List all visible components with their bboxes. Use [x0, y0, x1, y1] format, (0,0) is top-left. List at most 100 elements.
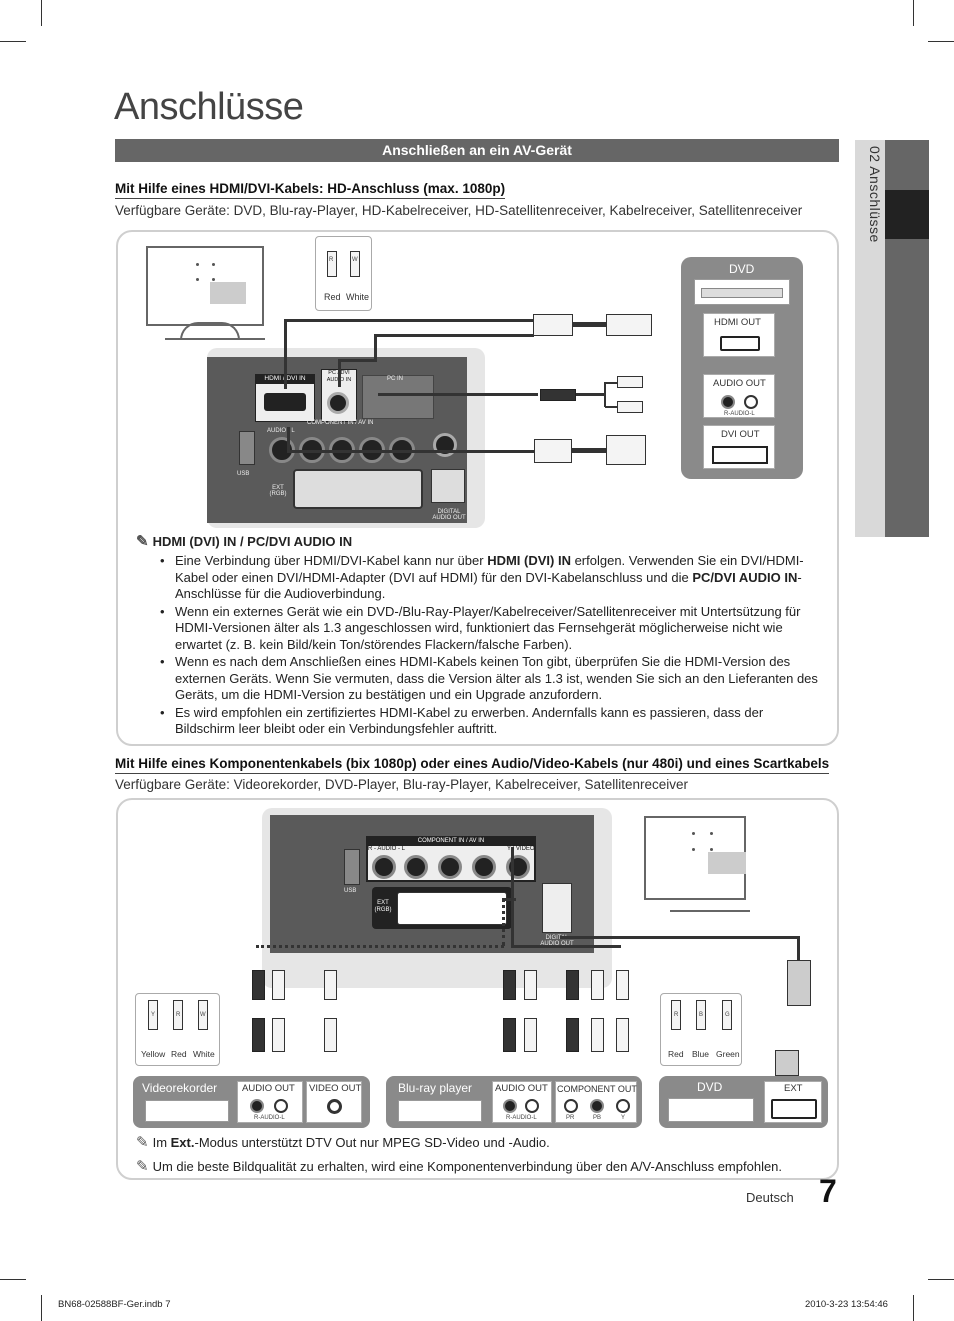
component-heading: Mit Hilfe eines Komponentenkabels (bix 1… — [115, 756, 830, 774]
jack — [438, 855, 462, 879]
audio-cable — [605, 406, 617, 408]
plug — [524, 1018, 537, 1052]
footer-left: BN68-02588BF-Ger.indb 7 — [58, 1299, 171, 1310]
crop-mark — [913, 0, 914, 26]
pc-in-label: PC IN — [387, 376, 404, 382]
dvi-plug — [606, 435, 646, 465]
hdmi-out-port — [720, 336, 760, 351]
legend-letter: G — [725, 1012, 730, 1018]
hdmi-out-card: HDMI OUT — [703, 313, 775, 357]
legend-caption: Yellow — [141, 1049, 166, 1059]
comp-label: PB — [593, 1115, 602, 1121]
dvd-image-2 — [668, 1098, 754, 1122]
jack — [616, 1099, 630, 1113]
cable — [511, 847, 514, 945]
rca-caption-red: Red — [324, 292, 341, 302]
hdmi-cable — [573, 322, 606, 327]
audio-out-jack-r — [721, 395, 735, 409]
dvi-out-label: DVI OUT — [721, 429, 760, 440]
scart-socket — [771, 1099, 817, 1119]
hdmi-bullet-list: Eine Verbindung über HDMI/DVI-Kabel kann… — [158, 553, 818, 739]
dvd-ext-card: EXT — [764, 1081, 822, 1123]
jack — [250, 1099, 264, 1113]
dvd-device-strip: DVD EXT — [659, 1076, 828, 1128]
crop-mark — [913, 1295, 914, 1321]
audio-cable — [338, 359, 376, 362]
audio-cable — [374, 334, 534, 337]
legend-letter: B — [699, 1012, 704, 1018]
dvd-ext-label: EXT — [784, 1083, 803, 1094]
jack — [506, 855, 530, 879]
pc-audio-jack — [327, 392, 349, 414]
hdmi-port — [264, 393, 306, 411]
legend-caption: Red — [668, 1049, 684, 1059]
bluray-device-strip: Blu-ray player AUDIO OUT R-AUDIO-L COMPO… — [386, 1076, 642, 1128]
audio-cable — [374, 334, 377, 362]
jack — [472, 855, 496, 879]
vcr-audio-card: AUDIO OUT R-AUDIO-L — [237, 1081, 303, 1123]
vcr-audio-label: AUDIO OUT — [242, 1083, 295, 1094]
bluray-component-card: COMPONENT OUT PR PB Y — [555, 1081, 637, 1123]
dvi-cable — [287, 427, 290, 452]
side-tab — [855, 140, 885, 537]
bluray-audio-sub: R-AUDIO-L — [506, 1115, 537, 1121]
list-item: Eine Verbindung über HDMI/DVI-Kabel kann… — [158, 553, 818, 603]
rca-legend: R W Red White — [315, 236, 372, 311]
hdmi-plug — [533, 314, 573, 336]
plug — [566, 970, 579, 1000]
crop-mark — [0, 1279, 26, 1280]
hdmi-note-title: HDMI (DVI) IN / PC/DVI AUDIO IN — [152, 534, 353, 549]
vcr-audio-sub: R-AUDIO-L — [254, 1115, 285, 1121]
bluray-image — [398, 1100, 482, 1122]
dvd-player-image — [694, 279, 790, 305]
side-tab-label: 02 Anschlüsse — [867, 146, 883, 243]
optical-port — [431, 469, 465, 503]
audio-label-2: R - AUDIO - L — [368, 846, 406, 852]
crop-mark — [41, 0, 42, 26]
jack — [327, 1099, 342, 1114]
plug — [503, 970, 516, 1000]
plug — [324, 1018, 337, 1052]
dvi-out-card: DVI OUT — [703, 425, 775, 469]
crop-mark — [928, 41, 954, 42]
plug — [616, 970, 629, 1000]
note-pencil-icon: ✎ — [136, 1158, 149, 1175]
dvd-device-name: DVD — [729, 262, 755, 276]
audio-cable — [605, 382, 617, 384]
audio-out-card: AUDIO OUT R-AUDIO-L — [703, 374, 775, 418]
jack — [525, 1099, 539, 1113]
dvd-name-2: DVD — [697, 1080, 723, 1094]
page-title: Anschlüsse — [114, 86, 304, 128]
legend-left: Y R W Yellow Red White — [135, 993, 220, 1066]
audio-out-sub: R-AUDIO-L — [724, 411, 755, 417]
comp-label: PR — [566, 1115, 575, 1121]
usb-label-2: USB — [344, 888, 357, 894]
jack — [404, 855, 428, 879]
audio-cable — [378, 393, 538, 396]
usb-port-2 — [344, 849, 360, 885]
hdmi-heading: Mit Hilfe eines HDMI/DVI-Kabels: HD-Ansc… — [115, 181, 506, 199]
legend-letter: Y — [151, 1012, 156, 1018]
cable — [502, 898, 516, 901]
legend-caption: Red — [171, 1049, 187, 1059]
rca-plug-w — [617, 401, 643, 413]
scart-port-2 — [397, 892, 507, 925]
scart-port — [293, 469, 423, 509]
ext-label: EXT (RGB) — [269, 485, 287, 497]
scart-cable — [560, 936, 800, 939]
dvi-cable — [287, 450, 535, 453]
jack — [372, 855, 396, 879]
jack — [274, 1099, 288, 1113]
optical-port-2 — [542, 883, 572, 933]
legend-right: R B G Red Blue Green — [660, 993, 742, 1066]
dvi-out-port — [712, 446, 768, 464]
crop-mark — [928, 1279, 954, 1280]
pc-in-port — [362, 375, 434, 419]
dvi-cable — [572, 448, 606, 453]
cable — [511, 945, 621, 948]
footer-right: 2010-3-23 13:54:46 — [805, 1299, 888, 1310]
list-item: Wenn ein externes Gerät wie ein DVD-/Blu… — [158, 604, 818, 654]
plug — [591, 970, 604, 1000]
vcr-device-strip: Videorekorder AUDIO OUT R-AUDIO-L VIDEO … — [133, 1076, 370, 1128]
plug — [272, 970, 285, 1000]
